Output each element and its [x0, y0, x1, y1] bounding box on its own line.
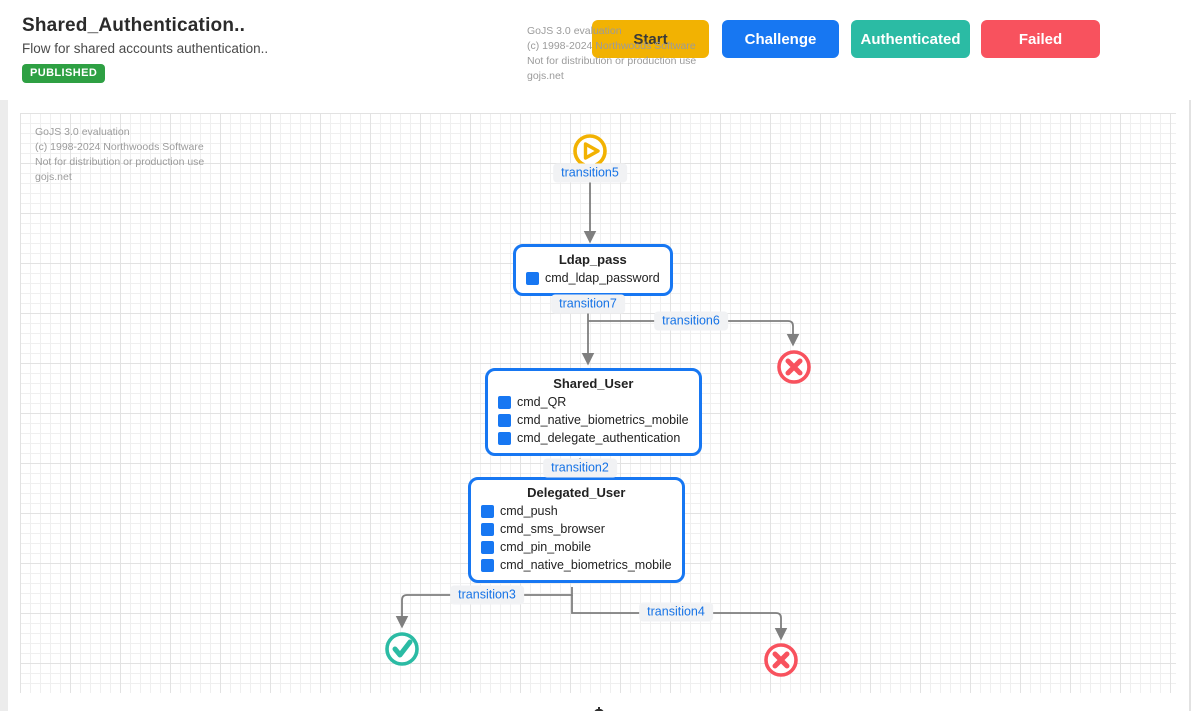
node-item[interactable]: cmd_QR — [498, 395, 689, 409]
link-transition6[interactable] — [588, 320, 800, 347]
clipped-icon — [594, 707, 604, 711]
failed-button[interactable]: Failed — [981, 20, 1100, 58]
diagram-canvas[interactable]: GoJS 3.0 evaluation (c) 1998-2024 Northw… — [20, 113, 1176, 693]
command-icon — [498, 395, 511, 409]
status-badge: PUBLISHED — [22, 64, 106, 83]
command-label: cmd_pin_mobile — [500, 540, 592, 554]
page-subtitle: Flow for shared accounts authentication.… — [22, 41, 269, 56]
node-item[interactable]: cmd_sms_browser — [481, 522, 672, 536]
watermark-line: gojs.net — [527, 70, 564, 82]
authenticated-button[interactable]: Authenticated — [851, 20, 970, 58]
node-item[interactable]: cmd_delegate_authentication — [498, 431, 689, 445]
command-icon — [526, 271, 539, 285]
node-title: Delegated_User — [527, 485, 626, 500]
command-label: cmd_sms_browser — [500, 522, 605, 536]
command-label: cmd_delegate_authentication — [517, 431, 681, 445]
command-icon — [481, 558, 494, 572]
node-shared-user[interactable]: Shared_User cmd_QR cmd_native_biometrics… — [485, 368, 702, 456]
start-icon[interactable] — [573, 134, 607, 168]
failed-icon-bottom[interactable] — [764, 643, 798, 677]
header: Shared_Authentication.. Flow for shared … — [0, 0, 1194, 100]
node-item[interactable]: cmd_pin_mobile — [481, 540, 672, 554]
command-icon — [481, 522, 494, 536]
link-transition4[interactable] — [571, 595, 788, 641]
right-page-edge — [1189, 0, 1191, 711]
node-title: Shared_User — [553, 376, 634, 391]
command-label: cmd_ldap_password — [545, 271, 660, 285]
node-item[interactable]: cmd_native_biometrics_mobile — [481, 558, 672, 572]
command-icon — [481, 504, 494, 518]
success-icon[interactable] — [385, 632, 419, 666]
node-item[interactable]: cmd_ldap_password — [526, 271, 660, 285]
transition-label-transition4[interactable]: transition4 — [639, 602, 713, 622]
transition-label-transition7[interactable]: transition7 — [551, 294, 625, 314]
command-label: cmd_QR — [517, 395, 567, 409]
command-label: cmd_native_biometrics_mobile — [517, 413, 689, 427]
clipped-bottom-toolbar — [588, 701, 648, 711]
link-transition3[interactable] — [395, 587, 573, 629]
command-icon — [498, 431, 511, 445]
command-icon — [481, 540, 494, 554]
challenge-button[interactable]: Challenge — [722, 20, 839, 58]
node-title: Ldap_pass — [558, 252, 627, 267]
node-ldap-pass[interactable]: Ldap_pass cmd_ldap_password — [513, 244, 673, 296]
page-title: Shared_Authentication.. — [22, 15, 246, 36]
node-item[interactable]: cmd_native_biometrics_mobile — [498, 413, 689, 427]
left-gutter — [0, 0, 8, 711]
node-item[interactable]: cmd_push — [481, 504, 672, 518]
transition-label-transition6[interactable]: transition6 — [654, 311, 728, 331]
node-delegated-user[interactable]: Delegated_User cmd_push cmd_sms_browser … — [468, 477, 685, 583]
command-label: cmd_push — [500, 504, 558, 518]
failed-icon-top[interactable] — [777, 350, 811, 384]
transition-label-transition2[interactable]: transition2 — [543, 458, 617, 478]
transition-label-transition3[interactable]: transition3 — [450, 585, 524, 605]
transition-label-transition5[interactable]: transition5 — [553, 163, 627, 183]
command-icon — [498, 413, 511, 427]
command-label: cmd_native_biometrics_mobile — [500, 558, 672, 572]
start-button[interactable]: Start — [592, 20, 709, 58]
